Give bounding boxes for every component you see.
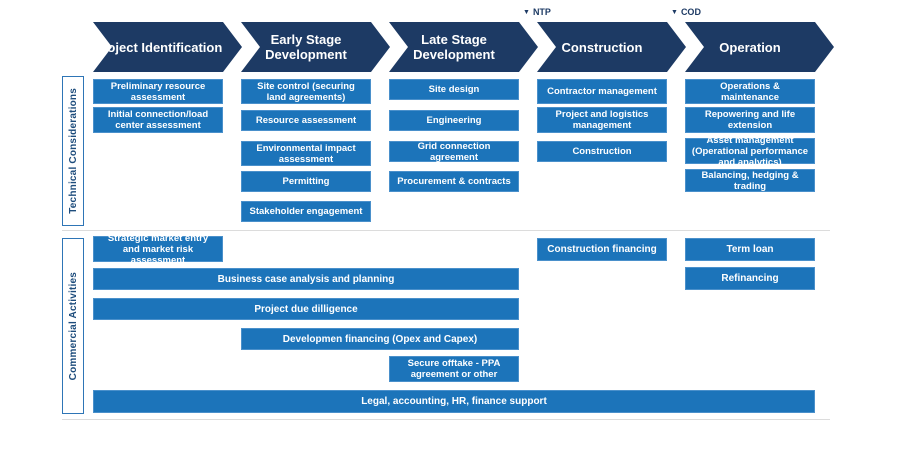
tech-box: Initial connection/load center assessmen…	[93, 107, 223, 133]
phase-arrow-late-stage-development: Late Stage Development	[389, 22, 538, 72]
tech-box: Stakeholder engagement	[241, 201, 371, 222]
commercial-bar: Term loan	[685, 238, 815, 261]
milestone-cod-label: COD	[680, 7, 701, 17]
commercial-bar: Project due dilligence	[93, 298, 519, 320]
tech-box: Operations & maintenance	[685, 79, 815, 104]
tech-box: Contractor management	[537, 79, 667, 104]
technical-considerations-text: Technical Considerations	[67, 88, 79, 214]
phase-arrow-construction: Construction	[537, 22, 686, 72]
commercial-bar: Refinancing	[685, 267, 815, 290]
section-divider	[62, 419, 830, 420]
tech-box: Asset management (Operational performanc…	[685, 135, 815, 168]
phase-arrow-project-identification: Project Identification	[93, 22, 242, 72]
down-triangle-icon: ▼	[523, 8, 530, 16]
commercial-activities-text: Commercial Activities	[67, 271, 79, 381]
down-triangle-icon: ▼	[671, 8, 678, 16]
tech-box: Project and logistics management	[537, 107, 667, 133]
commercial-bar: Business case analysis and planning	[93, 268, 519, 290]
commercial-bar: Secure offtake - PPA agreement or other	[389, 356, 519, 382]
tech-box: Resource assessment	[241, 110, 371, 131]
tech-box: Engineering	[389, 110, 519, 131]
tech-box: Grid connection agreement	[389, 141, 519, 163]
commercial-bar: Developmen financing (Opex and Capex)	[241, 328, 519, 350]
tech-box: Construction	[537, 141, 667, 162]
milestone-cod: ▼ COD	[671, 7, 701, 17]
tech-box: Site design	[389, 79, 519, 100]
tech-box: Procurement & contracts	[389, 171, 519, 192]
section-label-commercial-activities: Commercial Activities	[62, 238, 84, 414]
tech-box: Repowering and life extension	[685, 107, 815, 133]
phase-arrow-operation: Operation	[685, 22, 834, 72]
commercial-bar: Legal, accounting, HR, finance support	[93, 390, 815, 413]
tech-box: Site control (securing land agreements)	[241, 79, 371, 104]
milestone-ntp-label: NTP	[532, 7, 551, 17]
tech-box: Preliminary resource assessment	[93, 79, 223, 104]
tech-box: Permitting	[241, 171, 371, 192]
milestone-ntp: ▼ NTP	[523, 7, 551, 17]
commercial-bar: Construction financing	[537, 238, 667, 261]
tech-box: Balancing, hedging & trading	[685, 169, 815, 192]
tech-box: Environmental impact assessment	[241, 141, 371, 166]
section-label-technical-considerations: Technical Considerations	[62, 76, 84, 226]
section-divider	[62, 230, 830, 231]
phase-arrow-early-stage-development: Early Stage Development	[241, 22, 390, 72]
commercial-bar: Strategic market entry and market risk a…	[93, 233, 223, 266]
